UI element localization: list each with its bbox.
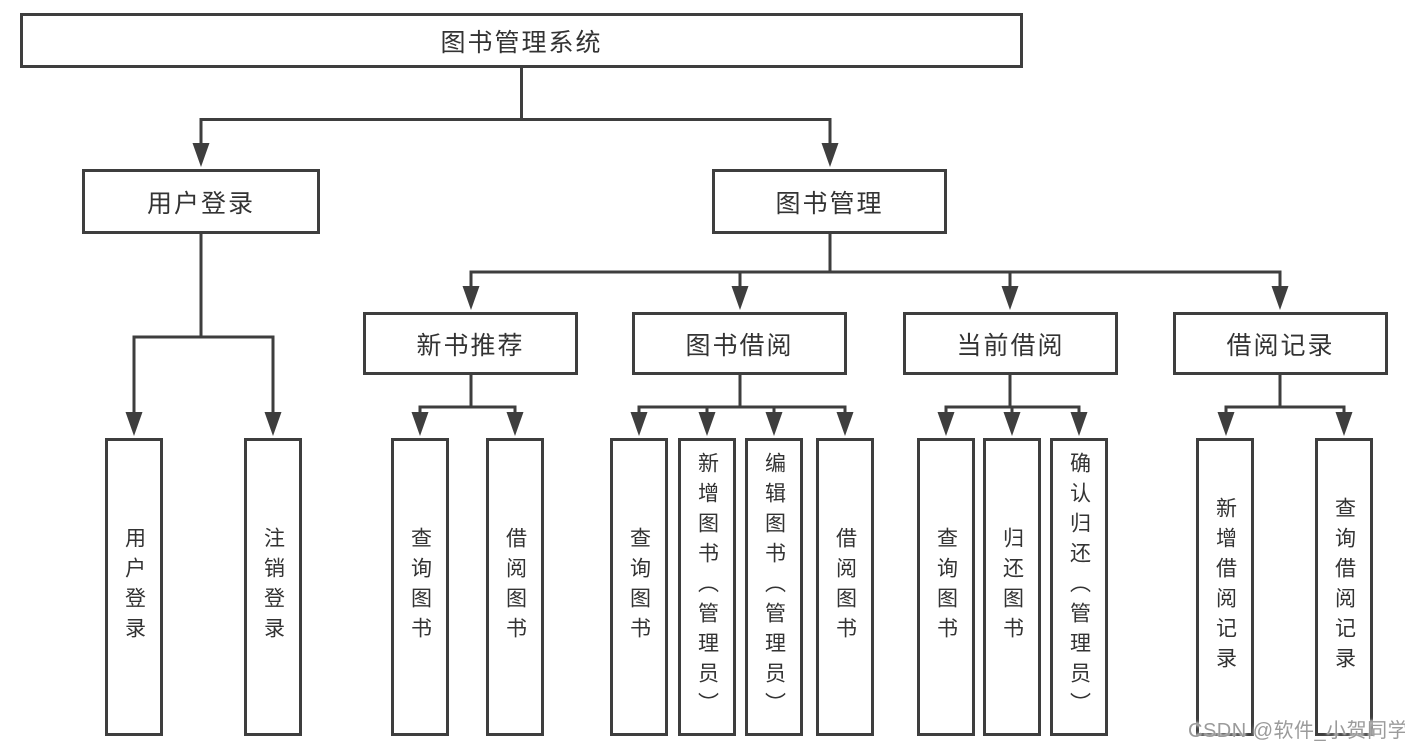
node-leaf-bb-edit-book: 编辑图书（管理员）: [745, 438, 803, 736]
connector-currentborrow-to-leaves: [944, 375, 1081, 412]
connector-recommend-to-leaves: [418, 375, 517, 412]
node-root: 图书管理系统: [20, 13, 1023, 68]
connector-bookborrow-to-leaves: [637, 375, 847, 412]
node-current-borrow: 当前借阅: [903, 312, 1118, 375]
arrow-down-icon: [937, 412, 955, 436]
node-label: 借阅图书: [503, 527, 527, 647]
node-label: 新增借阅记录: [1213, 497, 1237, 677]
node-label: 图书管理系统: [440, 28, 603, 57]
node-label: 新增图书（管理员）: [695, 452, 719, 722]
node-label: 查询图书: [627, 527, 651, 647]
arrow-down-icon: [1070, 412, 1088, 436]
node-leaf-bb-borrow-book: 借阅图书: [816, 438, 874, 736]
node-leaf-rec-query-book: 查询图书: [391, 438, 449, 736]
csdn-watermark: CSDN @软件_小贺同学: [1188, 720, 1405, 742]
node-leaf-rec-borrow-book: 借阅图书: [486, 438, 544, 736]
node-leaf-cb-query-book: 查询图书: [917, 438, 975, 736]
node-user-login: 用户登录: [82, 169, 320, 234]
node-label: 图书借阅: [685, 331, 794, 360]
arrow-down-icon: [506, 412, 524, 436]
node-leaf-logout: 注销登录: [244, 438, 302, 736]
arrow-down-icon: [1217, 412, 1235, 436]
node-label: 借阅记录: [1226, 331, 1335, 360]
node-label: 借阅图书: [833, 527, 857, 647]
node-label: 查询图书: [934, 527, 958, 647]
arrow-down-icon: [1003, 412, 1021, 436]
node-label: 用户登录: [122, 527, 146, 647]
node-label: 新书推荐: [416, 331, 525, 360]
node-label: 编辑图书（管理员）: [762, 452, 786, 722]
connector-root-to-level2: [199, 66, 832, 143]
arrow-down-icon: [731, 286, 749, 310]
arrow-down-icon: [698, 412, 716, 436]
node-label: 查询借阅记录: [1332, 497, 1356, 677]
node-label: 注销登录: [261, 527, 285, 647]
node-book-borrow: 图书借阅: [632, 312, 847, 375]
node-leaf-bb-query-book: 查询图书: [610, 438, 668, 736]
arrow-down-icon: [630, 412, 648, 436]
node-new-book-recommend: 新书推荐: [363, 312, 578, 375]
arrow-down-icon: [192, 143, 210, 167]
arrow-down-icon: [462, 286, 480, 310]
node-label: 确认归还（管理员）: [1067, 452, 1091, 722]
node-book-management: 图书管理: [712, 169, 947, 234]
arrowhead-icons: [125, 143, 1353, 436]
node-leaf-cb-return-book: 归还图书: [983, 438, 1041, 736]
arrow-down-icon: [836, 412, 854, 436]
arrow-down-icon: [821, 143, 839, 167]
connector-bookmgmt-to-level3: [469, 232, 1282, 286]
node-leaf-bb-add-book: 新增图书（管理员）: [678, 438, 736, 736]
arrow-down-icon: [765, 412, 783, 436]
arrow-down-icon: [1271, 286, 1289, 310]
arrow-down-icon: [1001, 286, 1019, 310]
node-leaf-user-login: 用户登录: [105, 438, 163, 736]
connector-userlogin-to-leaves: [132, 232, 275, 412]
connector-borrowrecord-to-leaves: [1224, 375, 1346, 412]
node-leaf-br-query-record: 查询借阅记录: [1315, 438, 1373, 736]
node-leaf-br-add-record: 新增借阅记录: [1196, 438, 1254, 736]
arrow-down-icon: [264, 412, 282, 436]
node-label: 用户登录: [146, 189, 255, 218]
node-label: 查询图书: [408, 527, 432, 647]
node-borrow-record: 借阅记录: [1173, 312, 1388, 375]
node-leaf-cb-confirm-return: 确认归还（管理员）: [1050, 438, 1108, 736]
arrow-down-icon: [411, 412, 429, 436]
node-label: 图书管理: [775, 189, 884, 218]
node-label: 归还图书: [1000, 527, 1024, 647]
arrow-down-icon: [125, 412, 143, 436]
node-label: 当前借阅: [956, 331, 1065, 360]
arrow-down-icon: [1335, 412, 1353, 436]
